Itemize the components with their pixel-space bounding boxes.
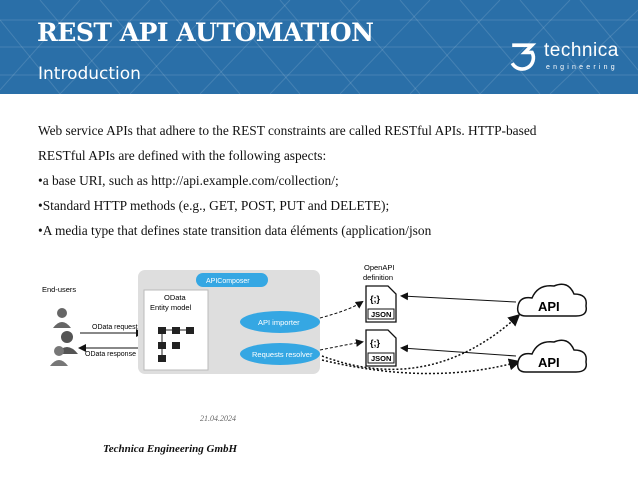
bullet-http-methods: •Standard HTTP methods (e.g., GET, POST,… <box>38 198 390 213</box>
slide-header: REST API AUTOMATION Introduction technic… <box>0 0 638 94</box>
end-users-icon <box>50 308 78 366</box>
api-importer-label: API importer <box>258 318 300 327</box>
slide-date: 21.04.2024 <box>200 414 236 423</box>
logo-wordmark: technica <box>544 40 619 61</box>
body-line: RESTful APIs are defined with the follow… <box>38 148 327 163</box>
requests-resolver-label: Requests resolver <box>252 350 313 359</box>
bullet-base-uri: •a base URI, such as http://api.example.… <box>38 173 339 188</box>
apicomposer-label: APIComposer <box>206 278 250 285</box>
importer-fetch-arrow <box>319 300 364 319</box>
resolver-fetch-arrow <box>319 339 364 351</box>
json-document-icon: {;} JSON <box>365 285 397 323</box>
technica-logo-icon <box>510 43 537 71</box>
json-glyph-2: {;} <box>370 338 380 348</box>
api-cloud-1-label: API <box>538 299 560 314</box>
footer-company: Technica Engineering GmbH <box>103 443 238 455</box>
requests-resolver-node <box>240 343 320 365</box>
json-label-2: JSON <box>371 354 391 363</box>
odata-model-line2: Entity model <box>150 303 192 312</box>
slide-subtitle: Introduction <box>38 64 141 84</box>
bullet-media-type: •A media type that defines state transit… <box>38 223 432 238</box>
json-label-1: JSON <box>371 310 391 319</box>
json-glyph-1: {;} <box>370 294 380 304</box>
api-importer-node <box>240 311 320 333</box>
architecture-diagram: End-users OData request OData response A… <box>42 263 588 375</box>
odata-request-label: OData request <box>92 324 138 331</box>
body-line: Web service APIs that adhere to the REST… <box>38 123 537 138</box>
slide-title: REST API AUTOMATION <box>37 18 374 47</box>
cloud2-to-doc-arrow <box>400 344 517 357</box>
end-users-label: End-users <box>42 285 76 294</box>
json-document-icon: {;} JSON <box>365 329 397 367</box>
resolver-to-api2-arrow <box>321 358 521 375</box>
api-cloud-icon: API <box>516 283 588 317</box>
entity-model-icon <box>158 327 194 362</box>
api-cloud-2-label: API <box>538 355 560 370</box>
openapi-label-line1: OpenAPI <box>364 263 394 272</box>
body-text: Web service APIs that adhere to the REST… <box>38 118 618 243</box>
odata-response-label: OData response <box>85 351 136 358</box>
apicomposer-pill <box>196 273 268 287</box>
logo-subtext: engineering <box>546 64 618 71</box>
resolver-to-api1-arrow <box>321 313 521 371</box>
odata-model-line1: OData <box>164 293 187 302</box>
api-cloud-icon: API <box>516 339 588 373</box>
cloud1-to-doc-arrow <box>400 292 517 303</box>
openapi-label-line2: definition <box>363 273 393 282</box>
